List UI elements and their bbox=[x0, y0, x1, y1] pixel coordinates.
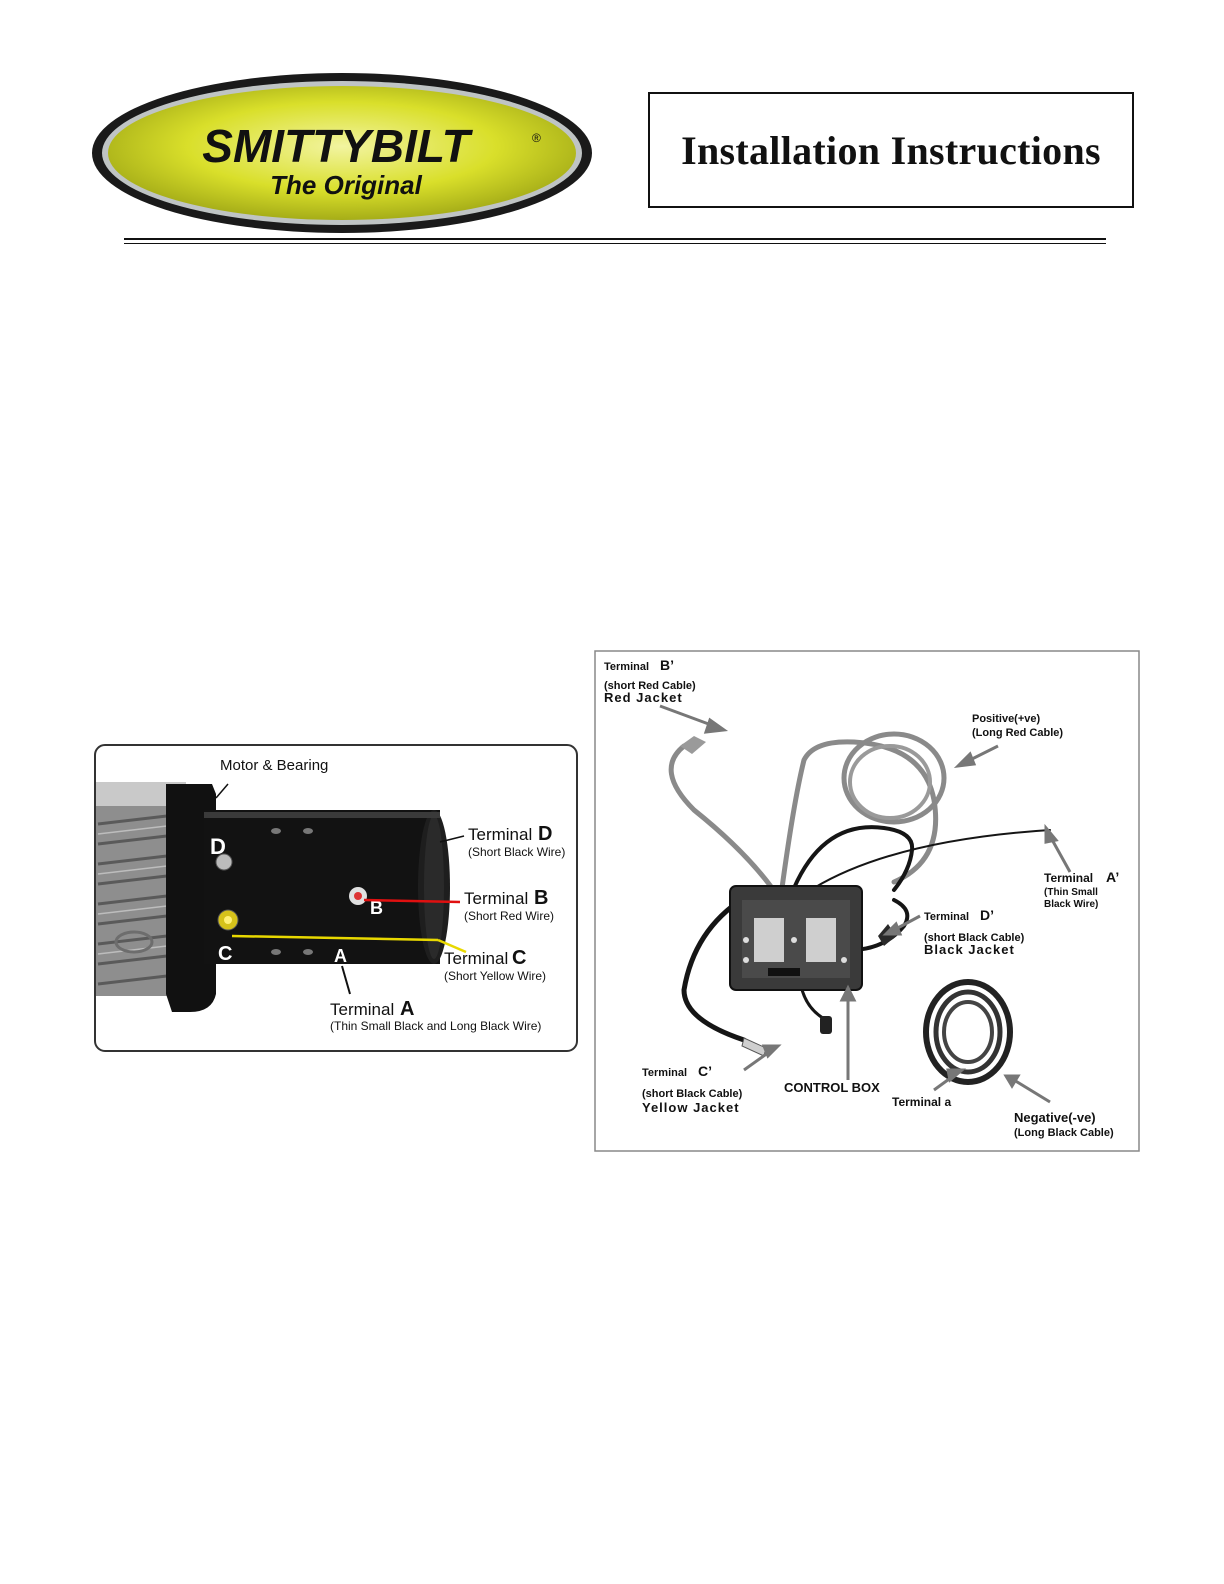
b-prime-jacket: Red Jacket bbox=[604, 690, 683, 705]
terminal-c-word: Terminal bbox=[444, 949, 508, 968]
terminal-a-word: Terminal bbox=[330, 1000, 394, 1019]
d-prime-jacket: Black Jacket bbox=[924, 942, 1015, 957]
smittybilt-logo: SMITTYBILT ® The Original bbox=[92, 73, 592, 233]
motor-terminal-a-letter: A bbox=[334, 946, 347, 966]
control-box-image bbox=[729, 885, 863, 991]
motor-terminal-b-letter: B bbox=[370, 898, 383, 918]
c-prime-jacket: Yellow Jacket bbox=[642, 1100, 740, 1115]
terminal-a-desc: (Thin Small Black and Long Black Wire) bbox=[330, 1019, 541, 1033]
terminal-b-word: Terminal bbox=[464, 889, 528, 908]
d-prime-desc: (short Black Cable) bbox=[924, 932, 1025, 944]
terminal-d-label-letter: D bbox=[538, 823, 552, 845]
control-box-label: CONTROL BOX bbox=[784, 1080, 880, 1095]
a-prime-letter: A’ bbox=[1106, 869, 1119, 885]
terminal-b-label-letter: B bbox=[534, 887, 548, 909]
b-prime-word: Terminal bbox=[604, 661, 649, 673]
d-prime-word: Terminal bbox=[924, 911, 969, 923]
negative-desc: (Long Black Cable) bbox=[1014, 1127, 1114, 1139]
terminal-c-label-letter: C bbox=[512, 947, 526, 969]
header-rule-thin bbox=[124, 243, 1106, 244]
d-prime-letter: D’ bbox=[980, 907, 994, 923]
terminal-d-desc: (Short Black Wire) bbox=[468, 845, 565, 859]
header-rule bbox=[124, 238, 1106, 240]
terminal-d-word: Terminal bbox=[468, 825, 532, 844]
b-prime-letter: B’ bbox=[660, 657, 674, 673]
page-title: Installation Instructions bbox=[681, 127, 1101, 173]
c-prime-letter: C’ bbox=[698, 1063, 712, 1079]
c-prime-word: Terminal bbox=[642, 1067, 687, 1079]
terminal-b-desc: (Short Red Wire) bbox=[464, 909, 554, 923]
control-box-wiring-figure: Terminal B’ (short Red Cable) Red Jacket… bbox=[594, 650, 1140, 1152]
a-prime-desc-2: Black Wire) bbox=[1044, 899, 1098, 910]
b-prime-desc: (short Red Cable) bbox=[604, 680, 696, 692]
terminal-a-small-label: Terminal a bbox=[892, 1095, 951, 1109]
a-prime-word: Terminal bbox=[1044, 871, 1093, 885]
terminal-c-desc: (Short Yellow Wire) bbox=[444, 969, 546, 983]
motor-terminal-d-letter: D bbox=[210, 834, 226, 859]
a-prime-desc-1: (Thin Small bbox=[1044, 887, 1098, 898]
brand-registered-mark: ® bbox=[532, 131, 541, 145]
motor-bearing-label: Motor & Bearing bbox=[220, 757, 328, 774]
positive-desc: (Long Red Cable) bbox=[972, 727, 1063, 739]
motor-terminal-c-letter: C bbox=[218, 943, 232, 965]
terminal-a-label-letter: A bbox=[400, 998, 414, 1020]
c-prime-desc: (short Black Cable) bbox=[642, 1088, 743, 1100]
brand-tagline: The Original bbox=[270, 170, 422, 200]
positive-label: Positive(+ve) bbox=[972, 713, 1041, 725]
title-box: Installation Instructions bbox=[648, 92, 1134, 208]
negative-label: Negative(-ve) bbox=[1014, 1110, 1096, 1125]
brand-name: SMITTYBILT bbox=[202, 120, 473, 172]
motor-terminals-figure: D B C A Motor & Bearing Terminal D (Shor… bbox=[94, 744, 578, 1052]
